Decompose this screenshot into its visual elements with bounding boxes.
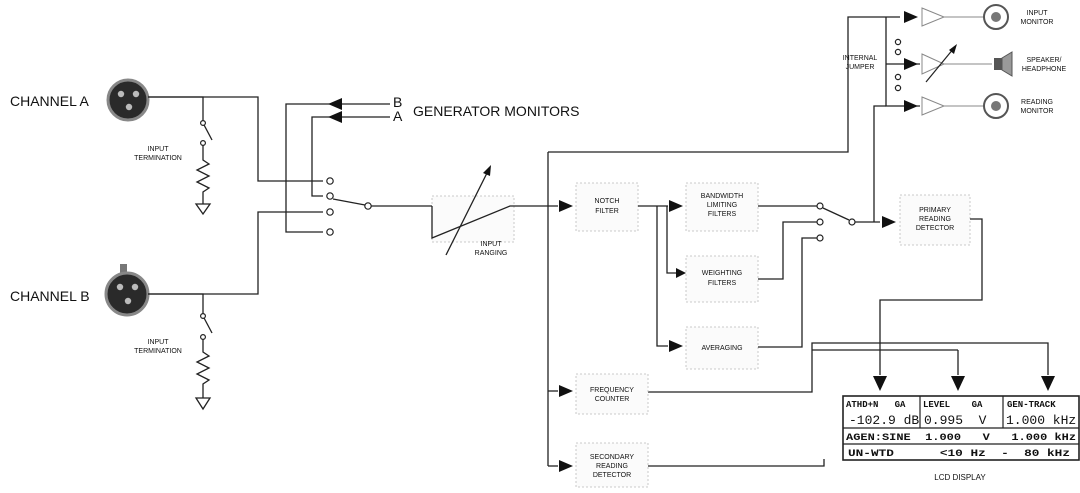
input-monitor-amplifier-icon xyxy=(921,7,984,27)
lcd-cell2-value: 0.995 V xyxy=(924,413,987,428)
svg-text:INPUT: INPUT xyxy=(481,241,503,248)
input-ranging-attenuator xyxy=(431,165,538,256)
lcd-row3: UN-WTD <10 Hz - 80 kHz xyxy=(848,448,1070,460)
channel-a-termination-label: INPUT TERMINATION xyxy=(134,146,182,162)
lcd-cell3-header: GEN-TRACK xyxy=(1007,400,1056,410)
averaging-block: AVERAGING xyxy=(685,326,759,370)
lcd-cell1-value: -102.9 dB xyxy=(849,413,919,428)
svg-text:TERMINATION: TERMINATION xyxy=(134,155,182,162)
svg-text:PRIMARY: PRIMARY xyxy=(919,207,951,214)
lcd-row2: AGEN:SINE 1.000 V 1.000 kHz xyxy=(846,432,1076,444)
monitor-routing xyxy=(885,11,920,112)
lcd-display: ATHD+N GA -102.9 dB LEVEL GA 0.995 V GEN… xyxy=(842,395,1080,461)
svg-text:MONITOR: MONITOR xyxy=(1021,19,1054,26)
reading-monitor-label: READING MONITOR xyxy=(1021,99,1054,115)
channel-b-xlr-connector xyxy=(104,264,150,317)
lcd-cell3-value: 1.000 kHz xyxy=(1006,413,1076,428)
svg-text:FILTER: FILTER xyxy=(595,208,619,215)
channel-b-termination-label: INPUT TERMINATION xyxy=(134,339,182,355)
notch-filter-block: NOTCH FILTER xyxy=(575,182,639,232)
bandwidth-filter-block: BANDWIDTH LIMITING FILTERS xyxy=(685,182,759,232)
svg-text:INPUT: INPUT xyxy=(148,146,170,153)
svg-text:INTERNAL: INTERNAL xyxy=(843,55,878,62)
input-monitor-label: INPUT MONITOR xyxy=(1021,10,1054,26)
secondary-detector-block: SECONDARY READING DETECTOR xyxy=(575,442,649,488)
channel-a-wiring xyxy=(148,96,323,216)
generator-monitors-title: GENERATOR MONITORS xyxy=(413,103,579,119)
svg-text:FILTERS: FILTERS xyxy=(708,280,737,287)
svg-text:INPUT: INPUT xyxy=(1027,10,1049,17)
svg-text:DETECTOR: DETECTOR xyxy=(916,225,954,232)
notch-to-filters-wiring xyxy=(638,200,686,352)
svg-text:MONITOR: MONITOR xyxy=(1021,108,1054,115)
svg-text:AVERAGING: AVERAGING xyxy=(701,345,742,352)
speaker-amplifier-icon xyxy=(921,44,992,83)
primary-detector-block: PRIMARY READING DETECTOR xyxy=(899,194,971,246)
lcd-display-caption: LCD DISPLAY xyxy=(934,473,986,482)
main-signal-bus xyxy=(538,16,900,472)
svg-text:TERMINATION: TERMINATION xyxy=(134,348,182,355)
channel-b-label: CHANNEL B xyxy=(10,288,90,304)
detector-to-lcd-wiring xyxy=(648,218,1055,467)
svg-text:INPUT: INPUT xyxy=(148,339,170,346)
input-ranging-label: INPUT RANGING xyxy=(475,241,508,257)
svg-text:JUMPER: JUMPER xyxy=(846,64,875,71)
frequency-counter-block: FREQUENCY COUNTER xyxy=(575,373,649,415)
svg-text:WEIGHTING: WEIGHTING xyxy=(702,270,742,277)
speaker-headphone-label: SPEAKER/ HEADPHONE xyxy=(1022,57,1067,73)
svg-text:COUNTER: COUNTER xyxy=(595,396,630,403)
lcd-cell2-header: LEVEL GA xyxy=(923,400,983,410)
generator-b-label: B xyxy=(393,94,402,110)
internal-jumper-label: INTERNAL JUMPER xyxy=(843,55,878,71)
svg-text:NOTCH: NOTCH xyxy=(595,198,620,205)
svg-text:LIMITING: LIMITING xyxy=(707,202,737,209)
reading-monitor-amplifier-icon xyxy=(921,96,984,116)
generator-a-label: A xyxy=(393,108,403,124)
lcd-cell1-header: ATHD+N GA xyxy=(846,400,906,410)
svg-text:DETECTOR: DETECTOR xyxy=(593,472,631,479)
svg-text:READING: READING xyxy=(1021,99,1053,106)
reading-monitor-jack-icon xyxy=(983,93,1009,119)
channel-b-wiring xyxy=(148,211,323,411)
svg-text:FILTERS: FILTERS xyxy=(708,211,737,218)
speaker-icon xyxy=(994,51,1013,77)
filter-selector-switch xyxy=(758,105,896,348)
svg-text:RANGING: RANGING xyxy=(475,250,508,257)
input-monitor-jack-icon xyxy=(983,4,1009,30)
svg-text:READING: READING xyxy=(596,463,628,470)
svg-text:FREQUENCY: FREQUENCY xyxy=(590,387,634,394)
weighting-filter-block: WEIGHTING FILTERS xyxy=(685,255,759,303)
svg-text:SPEAKER/: SPEAKER/ xyxy=(1026,57,1061,64)
svg-text:SECONDARY: SECONDARY xyxy=(590,454,635,461)
svg-text:BANDWIDTH: BANDWIDTH xyxy=(701,193,743,200)
svg-text:READING: READING xyxy=(919,216,951,223)
generator-monitor-bus xyxy=(285,98,390,233)
svg-text:HEADPHONE: HEADPHONE xyxy=(1022,66,1067,73)
channel-a-xlr-connector xyxy=(106,78,150,122)
channel-a-label: CHANNEL A xyxy=(10,93,90,109)
input-selector-switch xyxy=(326,177,432,236)
